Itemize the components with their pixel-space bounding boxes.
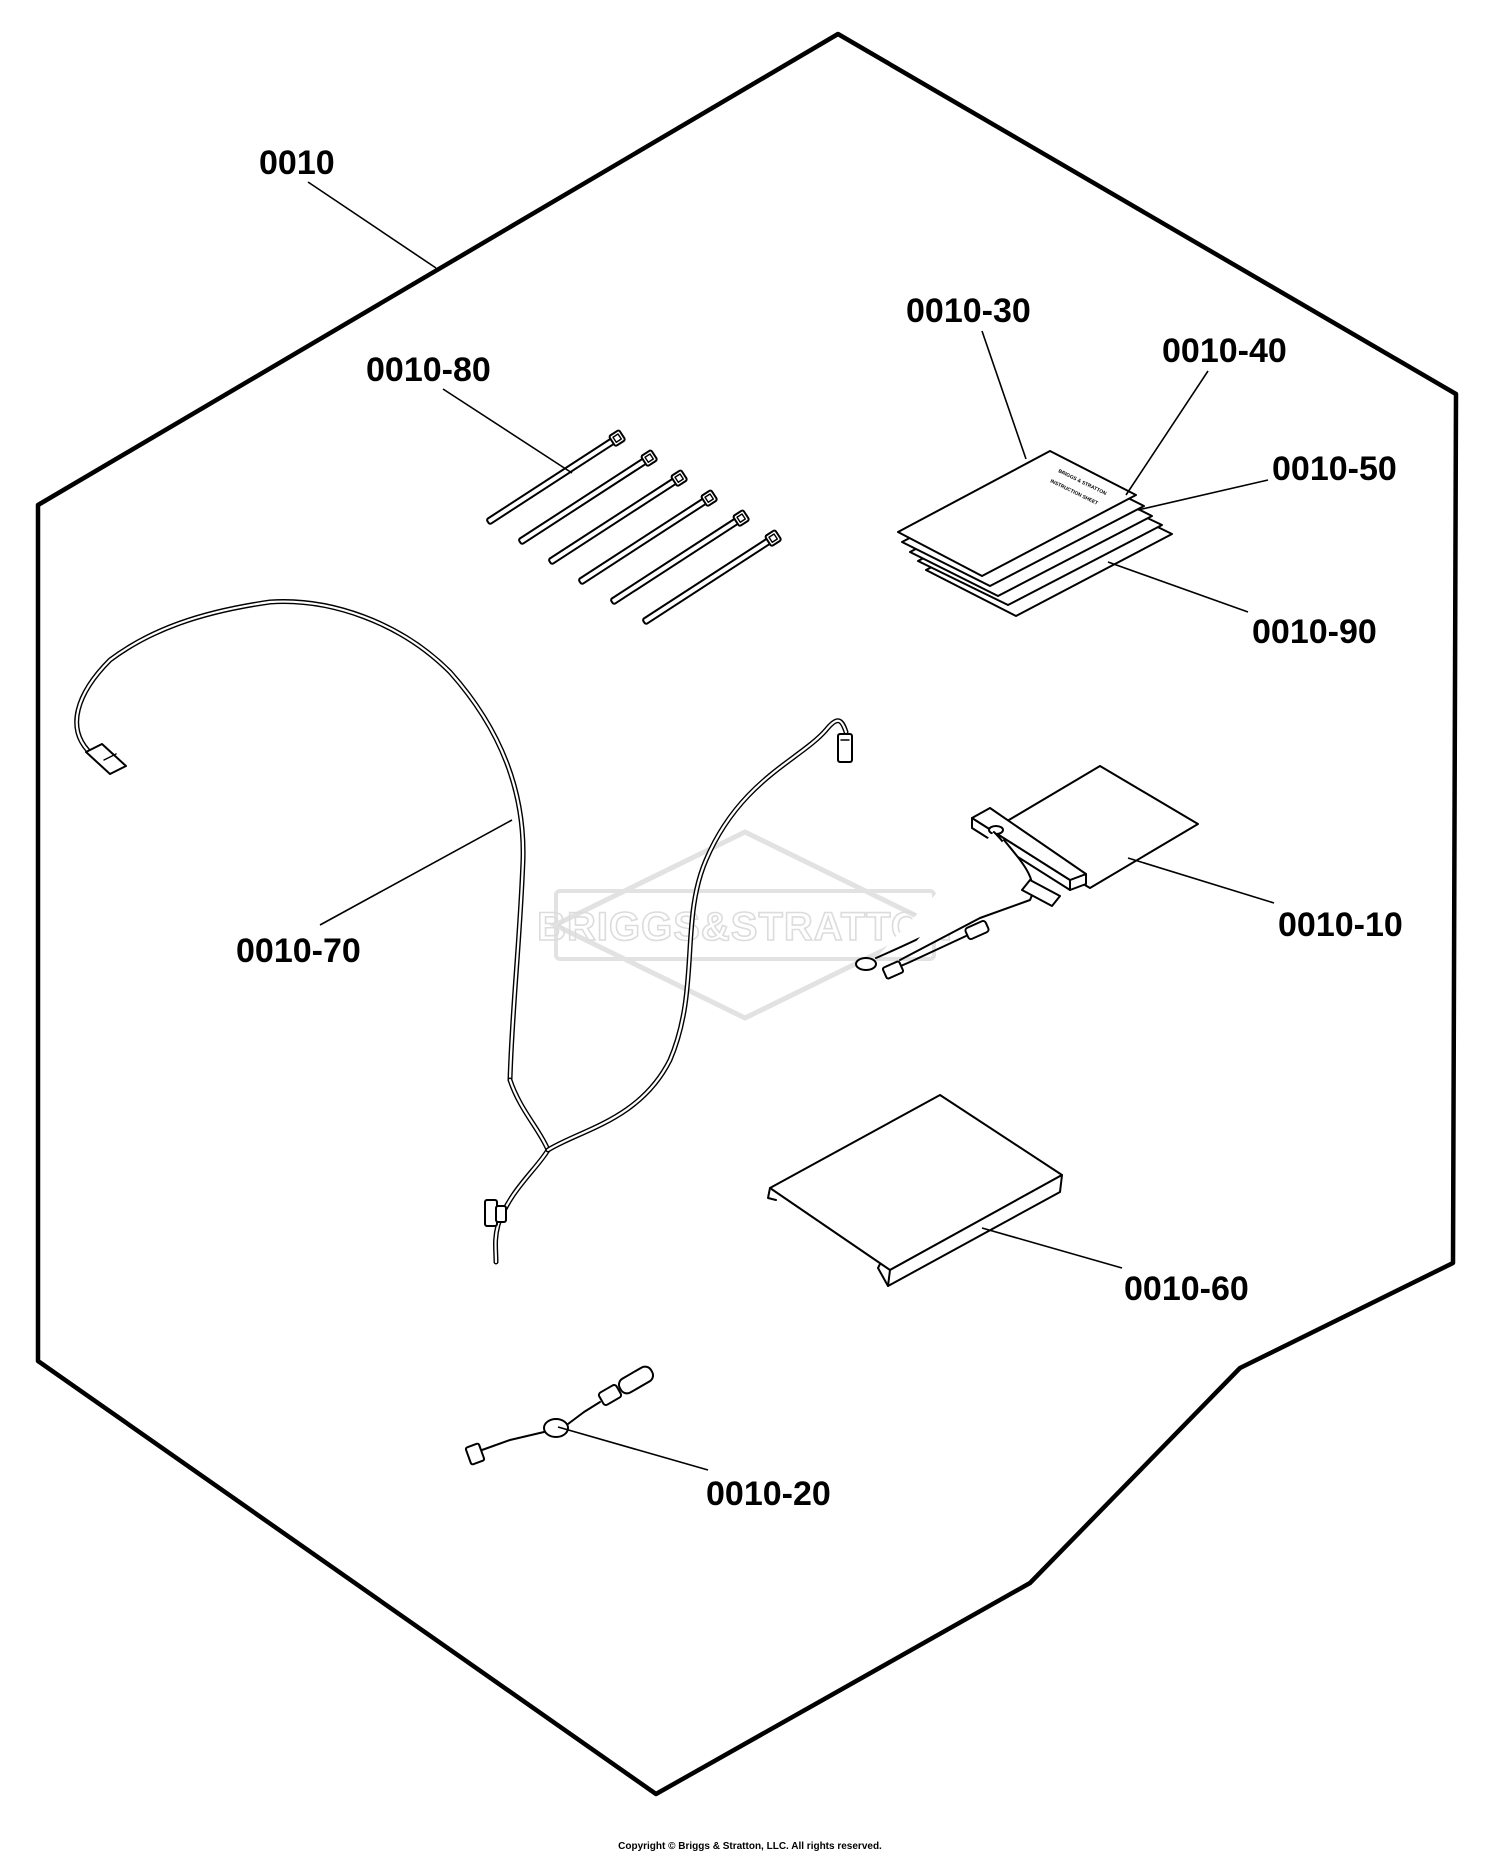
temperature-sensor	[464, 1365, 655, 1466]
wiring-harness	[74, 599, 853, 1265]
brand-watermark: BRIGGS&STRATTON	[536, 829, 953, 1021]
cable-tie	[610, 509, 750, 605]
leader-kit	[307, 181, 437, 269]
document-sheet	[897, 450, 1137, 577]
heater-pad	[855, 765, 1199, 980]
cable-ties	[486, 429, 782, 625]
callout-doc-40: 0010-40	[1162, 332, 1287, 370]
cable-tie	[642, 529, 782, 625]
leader-ties	[442, 388, 573, 474]
callout-heater-pad: 0010-10	[1278, 906, 1403, 944]
leader-doc-40	[1125, 370, 1209, 496]
leader-heater-pad	[1127, 857, 1275, 904]
harness-connector	[85, 743, 127, 775]
cover-plate	[767, 1094, 1063, 1287]
leader-cover	[981, 1227, 1123, 1269]
callout-sensor: 0010-20	[706, 1475, 831, 1513]
callout-ties: 0010-80	[366, 351, 491, 389]
callout-doc-90: 0010-90	[1252, 613, 1377, 651]
harness-connector	[837, 733, 853, 763]
watermark-text: BRIGGS&STRATTON	[537, 905, 953, 949]
leader-doc-30	[981, 330, 1027, 460]
leader-doc-90	[1107, 561, 1249, 613]
kit-outline	[35, 31, 1459, 1797]
callout-harness: 0010-70	[236, 932, 361, 970]
leader-harness	[319, 819, 513, 926]
cable-tie	[486, 429, 626, 525]
cable-tie	[518, 449, 658, 545]
leader-sensor	[557, 1426, 709, 1471]
copyright-notice: Copyright © Briggs & Stratton, LLC. All …	[618, 1841, 882, 1852]
cable-tie	[548, 469, 688, 565]
leader-doc-50	[1137, 479, 1269, 511]
cable-tie	[578, 489, 718, 585]
callout-cover: 0010-60	[1124, 1270, 1249, 1308]
document-stack: BRIGGS & STRATTON INSTRUCTION SHEET	[897, 450, 1173, 617]
harness-connector	[484, 1199, 507, 1227]
callout-doc-50: 0010-50	[1272, 450, 1397, 488]
callout-kit: 0010	[259, 144, 335, 182]
callout-doc-30: 0010-30	[906, 292, 1031, 330]
